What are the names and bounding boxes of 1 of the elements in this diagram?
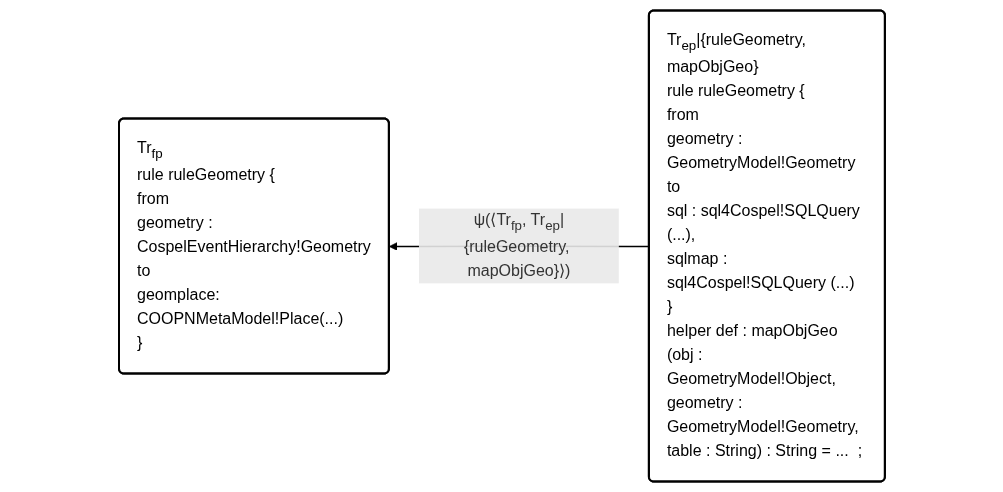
- edge-label: ψ(⟨Tr$_{fp}$, Tr$_{ep}$|{ruleGeometry, mapObjGeo}⟩): [463, 211, 570, 280]
